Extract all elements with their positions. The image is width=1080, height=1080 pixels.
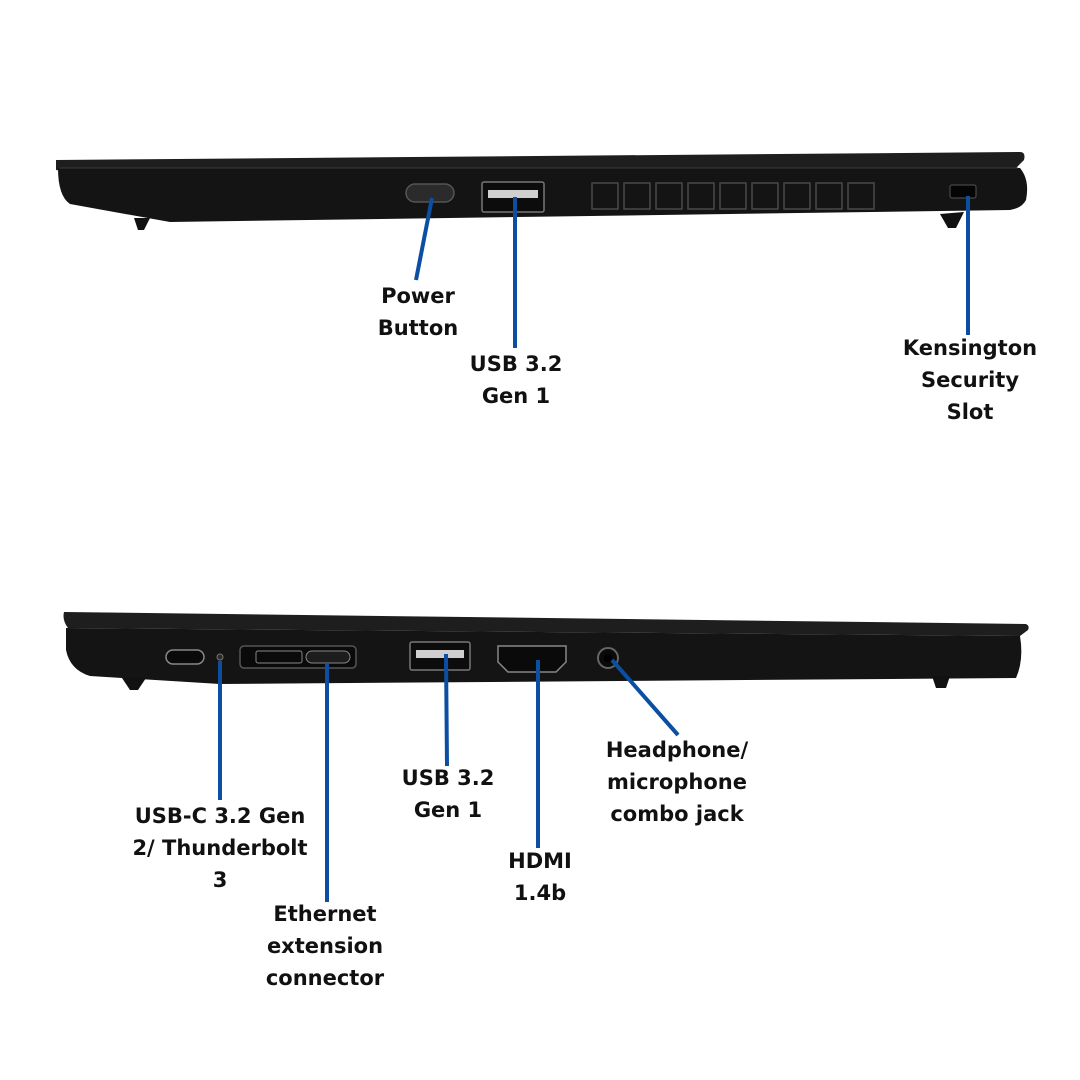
- vent-slot: [751, 182, 779, 210]
- left-side-laptop-view: [63, 612, 1029, 902]
- hdmi-port-shape: [497, 645, 567, 673]
- laptop-lid: [63, 612, 1029, 636]
- vent-slot: [815, 182, 843, 210]
- vent-slot: [847, 182, 875, 210]
- label-audio-jack: Headphone/ microphone combo jack: [605, 738, 749, 826]
- vent-slot: [591, 182, 619, 210]
- ethernet-extension-port-shape: [239, 645, 357, 669]
- laptop-foot-rear: [940, 212, 964, 228]
- vent-slot: [655, 182, 683, 210]
- callout-line-usb-a: [444, 653, 449, 767]
- label-usb-a-right: USB 3.2 Gen 1: [469, 352, 563, 408]
- callout-line-audio-jack: [610, 658, 680, 737]
- vent-slot: [623, 182, 651, 210]
- label-usb-c: USB-C 3.2 Gen 2/ Thunderbolt 3: [132, 804, 308, 892]
- usb-c-port-shape: [165, 649, 205, 665]
- label-kensington-slot: Kensington Security Slot: [902, 336, 1038, 424]
- right-side-laptop-view: [56, 152, 1028, 348]
- laptop-foot-rear: [932, 676, 950, 688]
- vent-slot: [783, 182, 811, 210]
- callout-line-power-button: [414, 197, 434, 281]
- laptop-foot-front: [134, 218, 150, 230]
- label-hdmi: HDMI 1.4b: [508, 849, 572, 905]
- cooling-vent: [591, 182, 875, 210]
- label-usb-a-left: USB 3.2 Gen 1: [401, 766, 495, 822]
- kensington-slot-shape: [949, 184, 977, 199]
- laptop-lid: [56, 152, 1025, 171]
- laptop-foot-front: [122, 678, 146, 690]
- label-ethernet-extension: Ethernet extension connector: [265, 902, 385, 990]
- usb-a-port-shape: [409, 641, 471, 671]
- label-power-button: Power Button: [377, 284, 459, 340]
- vent-slot: [687, 182, 715, 210]
- audio-jack-hole: [604, 654, 612, 662]
- usb-c-indicator-light: [216, 653, 224, 661]
- vent-slot: [719, 182, 747, 210]
